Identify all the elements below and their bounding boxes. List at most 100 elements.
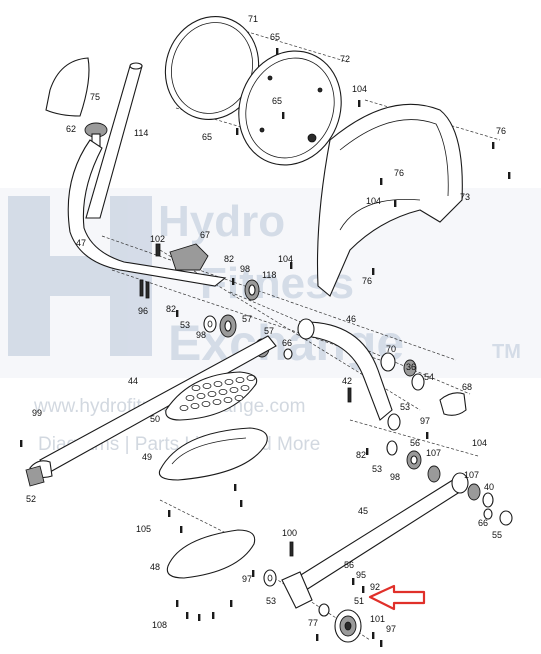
- label-82-low: 82: [356, 450, 366, 460]
- label-66-low: 66: [478, 518, 488, 528]
- label-82-mid: 82: [166, 304, 176, 314]
- fastener-screws: [20, 48, 511, 647]
- label-42: 42: [342, 376, 352, 386]
- screw-icon: [240, 500, 243, 507]
- label-107-low: 107: [464, 470, 479, 480]
- label-65-low: 65: [202, 132, 212, 142]
- part-55-end-cap: [499, 510, 513, 526]
- label-100: 100: [282, 528, 297, 538]
- pedal-grip-dot: [196, 392, 206, 399]
- label-76-low: 76: [362, 276, 372, 286]
- screw-icon: [508, 172, 511, 179]
- part-68-end-cap: [439, 392, 467, 416]
- label-71: 71: [248, 14, 258, 24]
- label-66-top: 66: [282, 338, 292, 348]
- label-36: 36: [406, 362, 416, 372]
- part-77-spacer: [281, 571, 330, 617]
- pedal-grip-dot: [213, 380, 223, 387]
- label-82-top: 82: [224, 254, 234, 264]
- pedal-grip-dot: [246, 374, 256, 381]
- label-68: 68: [462, 382, 472, 392]
- part-40-washer: [482, 492, 494, 508]
- label-104-low: 104: [278, 254, 293, 264]
- part-107-bearings: [427, 465, 481, 501]
- label-51: 51: [354, 596, 364, 606]
- watermark-trademark: TM: [492, 341, 521, 363]
- screw-icon: [372, 268, 375, 275]
- part-118-bearing: [244, 279, 260, 301]
- label-102: 102: [150, 234, 165, 244]
- screw-icon: [492, 142, 495, 149]
- screw-icon: [366, 448, 369, 455]
- screw-icon: [212, 612, 215, 619]
- label-53-low: 53: [372, 464, 382, 474]
- label-65-mid: 65: [272, 96, 282, 106]
- label-50: 50: [150, 414, 160, 424]
- label-45: 45: [358, 506, 368, 516]
- part-67-bracket: [169, 243, 209, 271]
- pedal-grip-dot: [190, 402, 200, 409]
- part-42-bolt: [347, 387, 352, 403]
- label-99: 99: [32, 408, 42, 418]
- label-95: 95: [356, 570, 366, 580]
- part-56-bearing: [406, 450, 422, 470]
- label-118: 118: [262, 270, 276, 280]
- pedal-grip-dots: [179, 374, 256, 411]
- label-54: 54: [424, 372, 434, 382]
- part-73-shroud: [316, 103, 463, 297]
- part-50-pedal-top: [165, 371, 258, 421]
- screw-icon: [176, 310, 179, 317]
- pedal-grip-dot: [223, 396, 233, 403]
- screw-icon: [176, 600, 179, 607]
- screw-icon: [230, 600, 233, 607]
- part-72-cover-ring: [238, 50, 342, 166]
- screw-icon: [236, 128, 239, 135]
- screw-icon: [362, 586, 365, 593]
- part-62-knob: [84, 122, 108, 147]
- screw-icon: [180, 526, 183, 533]
- screw-icon: [316, 634, 319, 641]
- label-98-top: 98: [240, 264, 250, 274]
- label-53-bottom: 53: [266, 596, 276, 606]
- label-53-top: 53: [180, 320, 190, 330]
- label-75: 75: [90, 92, 100, 102]
- label-56-right: 56: [410, 438, 420, 448]
- label-62: 62: [66, 124, 76, 134]
- label-53-right: 53: [400, 402, 410, 412]
- pedal-grip-dot: [235, 376, 245, 383]
- screw-icon: [394, 200, 397, 207]
- label-56-low: 56: [344, 560, 354, 570]
- label-40: 40: [484, 482, 494, 492]
- label-73: 73: [460, 192, 470, 202]
- part-labels: 71 65 72 75 65 104 62 114 65 76 76 104 7…: [26, 14, 506, 634]
- label-46: 46: [346, 314, 356, 324]
- label-114: 114: [134, 128, 148, 138]
- label-52: 52: [26, 494, 36, 504]
- part-100-bolt: [289, 541, 294, 557]
- label-97-bottom: 97: [386, 624, 396, 634]
- label-98-mid: 98: [196, 330, 206, 340]
- part-54-bushing: [411, 373, 425, 391]
- label-47: 47: [76, 238, 86, 248]
- label-76-right: 76: [496, 126, 506, 136]
- watermark-line1: Hydro: [158, 197, 285, 246]
- part-45-lower-arm: [295, 472, 469, 591]
- screw-icon: [352, 578, 355, 585]
- pedal-grip-dot: [224, 378, 234, 385]
- pedal-grip-dot: [229, 386, 239, 393]
- part-46-link-arm: [297, 318, 393, 421]
- label-97-left: 97: [242, 574, 252, 584]
- pedal-grip-dot: [185, 394, 195, 401]
- screw-icon: [168, 510, 171, 517]
- pedal-grip-dot: [218, 388, 228, 395]
- label-65-top: 65: [270, 32, 280, 42]
- red-outline-arrow-icon: [368, 584, 426, 611]
- screw-icon: [380, 178, 383, 185]
- part-48-cover: [166, 529, 256, 579]
- label-67: 67: [200, 230, 210, 240]
- label-44: 44: [128, 376, 138, 386]
- screw-icon: [380, 640, 383, 647]
- part-114-post-tube: [85, 62, 143, 219]
